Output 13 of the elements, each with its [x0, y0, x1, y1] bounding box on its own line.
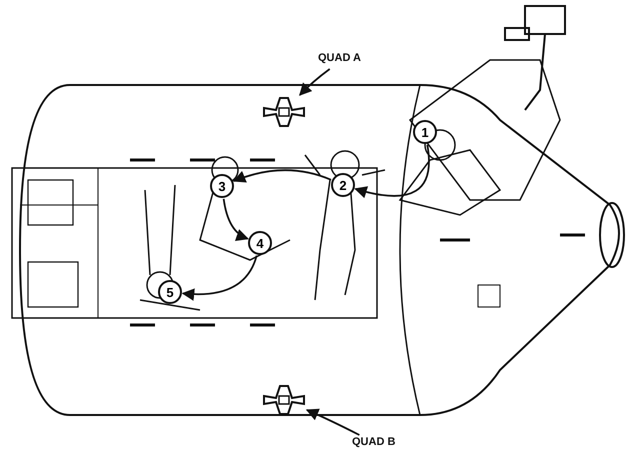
callout-number: 4: [248, 231, 272, 255]
part-label: QUAD B: [352, 436, 402, 452]
callout-number: 3: [210, 174, 234, 198]
arrow: [354, 144, 430, 198]
leader-line: [299, 68, 330, 96]
arrow: [222, 198, 249, 240]
callout-number: 5: [158, 280, 182, 304]
arrow: [232, 169, 332, 183]
leader-line: [306, 408, 360, 436]
arrow: [182, 255, 258, 300]
callout-number: 2: [331, 173, 355, 197]
callout-number: 1: [413, 120, 437, 144]
part-label: QUAD A: [318, 52, 366, 68]
